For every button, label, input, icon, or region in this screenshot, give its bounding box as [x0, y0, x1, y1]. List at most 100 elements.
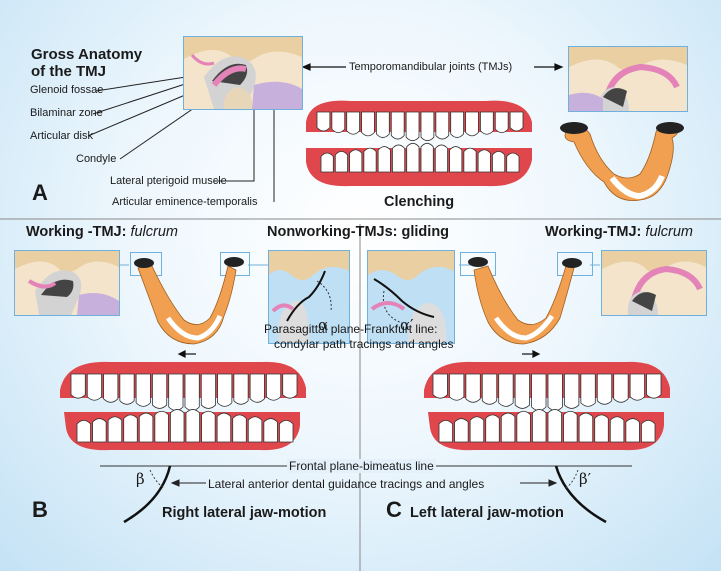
tooth — [152, 373, 168, 409]
tooth — [449, 146, 463, 173]
tooth — [334, 150, 348, 173]
tooth — [509, 111, 524, 132]
section-a-heading: Gross Anatomy of the TMJ — [31, 46, 142, 80]
tooth — [420, 111, 435, 142]
tooth — [580, 373, 596, 407]
tooth — [465, 111, 479, 137]
tooth — [249, 373, 265, 403]
tooth — [346, 111, 360, 135]
beta-label: β — [136, 470, 145, 488]
tooth — [492, 150, 506, 173]
working-prefix-right: Working-TMJ: — [545, 224, 646, 240]
condyle-box-c-right — [557, 252, 593, 276]
tooth — [266, 373, 282, 401]
tooth — [434, 144, 448, 173]
tooth — [432, 373, 448, 399]
tooth — [123, 414, 138, 443]
heading-line-2: of the TMJ — [31, 63, 106, 80]
tooth — [531, 373, 547, 411]
tooth — [609, 416, 625, 443]
working-tmj-label-right: Working-TMJ: fulcrum — [545, 224, 693, 240]
tooth — [200, 373, 216, 409]
heading-line-1: Gross Anatomy — [31, 46, 143, 63]
label-bilaminar-zone: Bilaminar zone — [30, 107, 103, 119]
tooth — [629, 373, 645, 401]
label-articular-disk: Articular disk — [30, 130, 93, 142]
tmj-panel-working-left — [14, 250, 120, 316]
tooth — [498, 373, 514, 407]
tooth — [103, 373, 119, 403]
fulcrum-left: fulcrum — [130, 224, 178, 240]
tooth — [594, 414, 609, 443]
tooth — [547, 409, 562, 443]
tooth — [201, 410, 216, 443]
tooth — [320, 152, 334, 173]
tooth — [480, 111, 494, 135]
tooth — [465, 373, 481, 403]
tooth — [406, 142, 420, 173]
motion-arrows — [177, 350, 541, 358]
tooth — [516, 410, 531, 443]
tooth — [184, 373, 200, 411]
right-lateral-motion-label: Right lateral jaw-motion — [162, 505, 327, 521]
tooth — [438, 420, 453, 443]
guidance-arrows — [170, 479, 558, 487]
tooth — [86, 373, 102, 401]
tooth — [532, 409, 547, 443]
tooth — [363, 147, 377, 173]
tooth — [563, 410, 578, 443]
letter-b: B — [32, 497, 48, 522]
tooth — [92, 418, 107, 443]
condylar-path-panel-right — [367, 250, 455, 344]
tmj-panel-working-right — [601, 250, 707, 316]
tooth — [506, 152, 520, 173]
tooth — [168, 373, 184, 411]
tooth — [578, 412, 594, 443]
letter-a: A — [32, 180, 48, 205]
tooth — [361, 111, 375, 137]
label-tmjs: Temporomandibular joints (TMJs) — [349, 61, 513, 73]
tooth — [107, 416, 123, 443]
lateral-guidance-label: Lateral anterior dental guidance tracing… — [208, 477, 485, 491]
tooth — [316, 111, 331, 132]
parasagittal-line-2: condylar path tracings and angles — [274, 337, 454, 351]
tooth — [154, 410, 169, 443]
teeth-b — [60, 361, 306, 451]
label-clenching: Clenching — [384, 194, 455, 210]
label-articular-eminence: Articular eminence-temporalis — [112, 196, 258, 208]
tooth — [119, 373, 135, 405]
fulcrum-right: fulcrum — [645, 224, 693, 240]
tooth — [135, 373, 151, 407]
tooth — [564, 373, 580, 409]
tooth — [392, 144, 406, 173]
tooth — [514, 373, 530, 409]
frontal-plane-label: Frontal plane-bimeatus line — [287, 459, 436, 473]
tooth — [454, 418, 469, 443]
tooth — [547, 373, 563, 411]
tooth — [377, 146, 391, 173]
tooth — [449, 373, 465, 401]
beta-prime-label: β′ — [579, 470, 592, 488]
alpha-label: α — [318, 316, 329, 334]
condylar-path-panel-left — [268, 250, 350, 344]
tmj-anatomy-panel — [183, 36, 303, 110]
left-lateral-motion-label: Left lateral jaw-motion — [410, 505, 564, 521]
tmj-panel-top-right — [568, 46, 688, 112]
tooth — [435, 111, 450, 140]
tooth — [247, 416, 263, 443]
tooth — [349, 149, 363, 173]
tooth — [263, 418, 278, 443]
tooth — [76, 420, 91, 443]
guidance-curve-left — [123, 465, 172, 524]
parasagittal-line-1: Parasagittal plane-Frankfurt line: — [264, 322, 438, 336]
working-tmj-label-left: Working -TMJ: fulcrum — [26, 224, 178, 240]
tooth — [450, 111, 464, 138]
tooth — [596, 373, 613, 405]
label-condyle: Condyle — [76, 153, 117, 165]
tooth — [170, 409, 185, 443]
tooth — [216, 412, 232, 443]
tooth — [282, 373, 298, 399]
